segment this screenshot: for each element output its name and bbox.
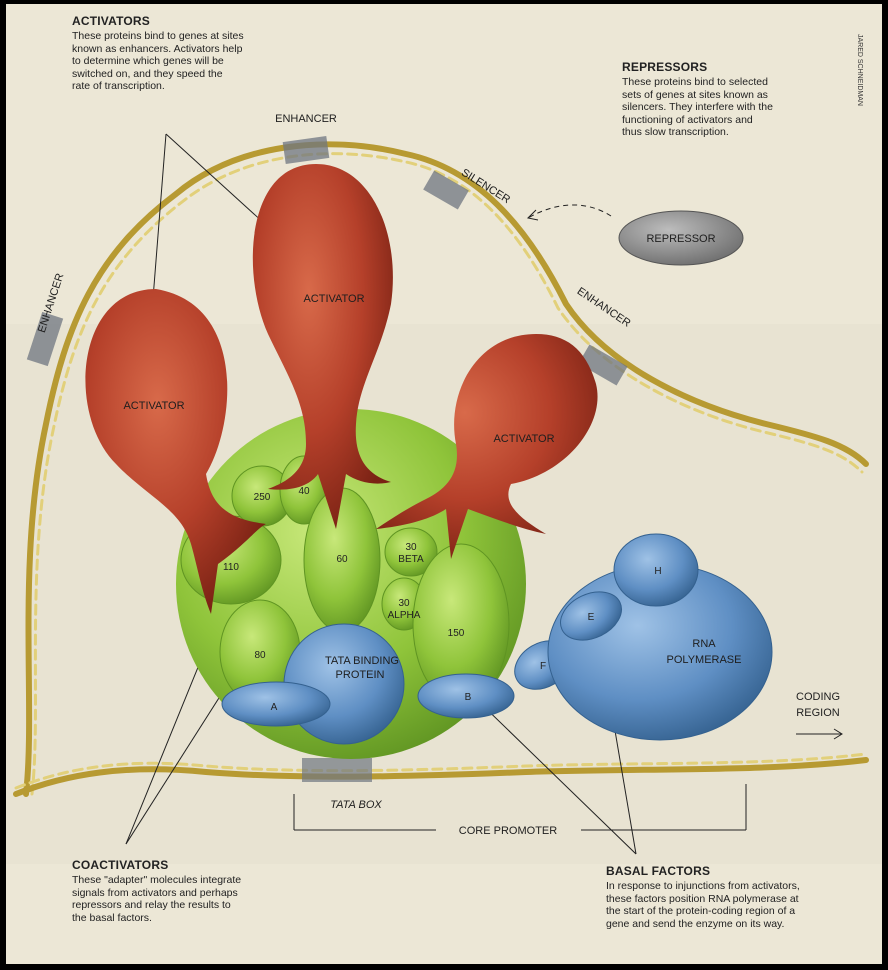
unit-30-alpha-label-1: 30: [398, 598, 410, 609]
tata-box-label: TATA BOX: [330, 799, 382, 811]
tata-binding-label-1: TATA BINDING: [325, 655, 399, 667]
activators-line-3: to determine which genes will be: [72, 55, 302, 68]
activator-left-label: ACTIVATOR: [123, 400, 184, 412]
factor-h-label: H: [654, 566, 661, 577]
factor-b-label: B: [465, 692, 472, 703]
unit-30-beta-label-1: 30: [405, 542, 417, 553]
unit-80-label: 80: [254, 650, 266, 661]
repressors-line-3: silencers. They interfere with the: [622, 101, 842, 114]
unit-150-label: 150: [448, 628, 465, 639]
activators-line-4: switched on, and they speed the: [72, 68, 302, 81]
basal-factors-line-2: these factors position RNA polymerase at: [606, 893, 856, 906]
activators-line-1: These proteins bind to genes at sites: [72, 30, 302, 43]
tata-box-site: [302, 758, 372, 782]
repressors-line-5: thus slow transcription.: [622, 126, 842, 139]
illustration-panel: REPRESSOR ACTIVATOR ACTIVATOR ACTIVATOR …: [6, 4, 882, 964]
rna-polymerase-label-1: RNA: [692, 638, 716, 650]
repressors-line-4: functioning of activators and: [622, 114, 842, 127]
activators-heading: ACTIVATORS: [72, 14, 302, 28]
transcription-diagram: REPRESSOR ACTIVATOR ACTIVATOR ACTIVATOR …: [6, 4, 882, 964]
repressors-line-2: sets of genes at sites known as: [622, 89, 842, 102]
coding-region-label-2: REGION: [796, 707, 839, 719]
activator-right-label: ACTIVATOR: [493, 433, 554, 445]
basal-factors-caption: BASAL FACTORS In response to injunctions…: [606, 864, 856, 930]
factor-a-label: A: [271, 702, 278, 713]
coding-region-label-1: CODING: [796, 691, 840, 703]
factor-e-label: E: [588, 612, 595, 623]
activators-caption: ACTIVATORS These proteins bind to genes …: [72, 14, 302, 93]
activator-center-label: ACTIVATOR: [303, 293, 364, 305]
repressor-label: REPRESSOR: [646, 233, 715, 245]
coactivators-line-1: These "adapter" molecules integrate: [72, 874, 312, 887]
unit-250-label: 250: [254, 492, 271, 503]
tata-binding-label-2: PROTEIN: [336, 669, 385, 681]
coactivators-line-2: signals from activators and perhaps: [72, 887, 312, 900]
basal-factors-line-4: gene and send the enzyme on its way.: [606, 918, 856, 931]
activators-line-5: rate of transcription.: [72, 80, 302, 93]
basal-factors-line-3: the start of the protein-coding region o…: [606, 905, 856, 918]
factor-f-label: F: [540, 661, 546, 672]
core-promoter-label: CORE PROMOTER: [459, 825, 557, 837]
basal-factors-heading: BASAL FACTORS: [606, 864, 856, 878]
repressors-heading: REPRESSORS: [622, 60, 842, 74]
rna-polymerase-label-2: POLYMERASE: [667, 654, 742, 666]
coactivators-heading: COACTIVATORS: [72, 858, 312, 872]
repressors-caption: REPRESSORS These proteins bind to select…: [622, 60, 842, 139]
repressors-line-1: These proteins bind to selected: [622, 76, 842, 89]
unit-60-label: 60: [336, 554, 348, 565]
illustrator-credit: JARED SCHNEIDMAN: [856, 34, 863, 106]
enhancer-top-label: ENHANCER: [275, 113, 337, 125]
enhancer-top-site: [283, 136, 330, 164]
activators-line-2: known as enhancers. Activators help: [72, 43, 302, 56]
coactivators-line-4: the basal factors.: [72, 912, 312, 925]
silencer-label: SILENCER: [459, 167, 512, 206]
tata-binding-protein: [284, 624, 404, 744]
coactivators-caption: COACTIVATORS These "adapter" molecules i…: [72, 858, 312, 924]
basal-factors-line-1: In response to injunctions from activato…: [606, 880, 856, 893]
unit-30-alpha-label-2: ALPHA: [388, 610, 421, 621]
unit-40-label: 40: [298, 486, 310, 497]
unit-110-label: 110: [223, 562, 239, 573]
unit-30-beta-label-2: BETA: [398, 554, 424, 565]
coactivators-line-3: repressors and relay the results to: [72, 899, 312, 912]
